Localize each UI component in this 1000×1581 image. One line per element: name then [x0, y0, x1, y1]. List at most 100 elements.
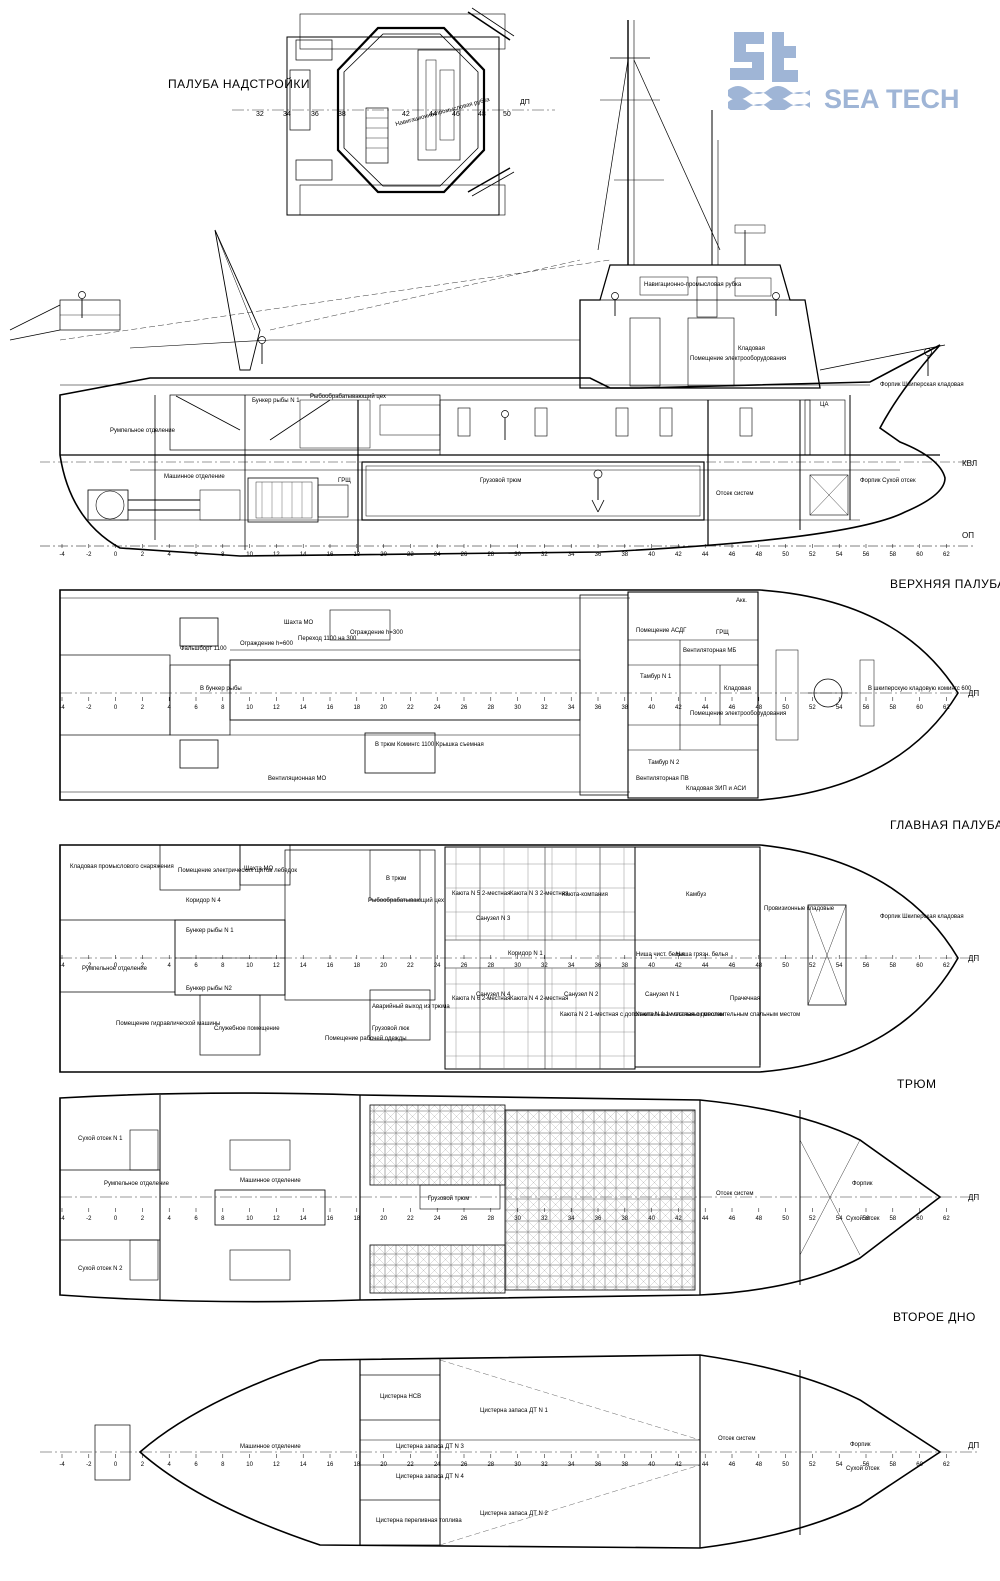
frame-number: 54 [836, 963, 843, 969]
svg-text:Ограждение h=600: Ограждение h=600 [240, 641, 294, 647]
svg-text:Камбуз: Камбуз [686, 892, 706, 898]
frame-number: 40 [648, 1216, 655, 1222]
double-bottom-plan [40, 1354, 980, 1549]
frame-number: 28 [487, 963, 494, 969]
profile-view [9, 20, 975, 557]
frame-number: 52 [809, 705, 816, 711]
svg-text:Каюта N 5 2-местная: Каюта N 5 2-местная [452, 891, 510, 897]
svg-text:48: 48 [478, 111, 486, 118]
frame-number: 38 [621, 705, 628, 711]
frame-number: 30 [514, 1216, 521, 1222]
svg-text:В шкиперскую кладовую комингс: В шкиперскую кладовую комингс 600 [868, 686, 972, 692]
svg-text:Санузел N 2: Санузел N 2 [564, 992, 599, 998]
frame-number: 62 [943, 1216, 950, 1222]
frame-number: 56 [863, 705, 870, 711]
frame-number: 62 [943, 963, 950, 969]
frame-number: 54 [836, 552, 843, 558]
frame-number: 30 [514, 705, 521, 711]
frame-number: 26 [461, 552, 468, 558]
svg-text:Каюта N 4 2-местная: Каюта N 4 2-местная [510, 996, 568, 1002]
frame-number: 46 [729, 705, 736, 711]
svg-text:Помещение АСДГ: Помещение АСДГ [636, 628, 687, 634]
svg-text:50: 50 [503, 111, 511, 118]
svg-text:Грузовой люк: Грузовой люк [372, 1025, 410, 1032]
svg-text:Каюта N 6 2-местная: Каюта N 6 2-местная [452, 996, 510, 1002]
label-grsh: ГРЩ [338, 478, 351, 484]
hold-plan [59, 1092, 980, 1303]
frame-number: 58 [889, 1216, 896, 1222]
frame-number: 10 [246, 705, 253, 711]
svg-text:Кладовая ЗИП и АСИ: Кладовая ЗИП и АСИ [686, 786, 746, 792]
frame-number: 24 [434, 552, 441, 558]
frame-number: 20 [380, 552, 387, 558]
frame-number: 20 [380, 963, 387, 969]
double-bottom-labels: Машинное отделение Цистерна НСВ Цистерна… [240, 1394, 979, 1524]
svg-text:Грузовой трюм: Грузовой трюм [428, 1195, 469, 1202]
svg-text:Сухой отсек N 1: Сухой отсек N 1 [78, 1135, 123, 1142]
frame-number: 2 [141, 963, 145, 969]
frame-number: 42 [675, 963, 682, 969]
frame-number: 58 [889, 552, 896, 558]
frame-number: 44 [702, 552, 709, 558]
superstructure-plan [232, 7, 555, 216]
frame-number: 22 [407, 1462, 414, 1468]
frame-number: 18 [353, 963, 360, 969]
frame-number: 54 [836, 1462, 843, 1468]
label-fish-bunker: Бункер рыбы N 1 [252, 398, 300, 404]
frame-number: 36 [595, 552, 602, 558]
svg-text:Помещение электрических щитов: Помещение электрических щитов лебедок [178, 868, 297, 874]
label-pantry: Кладовая [738, 346, 765, 352]
frame-number: 2 [141, 705, 145, 711]
svg-text:ДП: ДП [968, 1441, 979, 1450]
frame-number: 28 [487, 1462, 494, 1468]
frame-number: 56 [863, 552, 870, 558]
frame-number: 32 [541, 705, 548, 711]
frame-number: -2 [86, 552, 92, 558]
svg-text:Акк.: Акк. [736, 598, 747, 604]
frame-number: 26 [461, 1462, 468, 1468]
frame-number: 42 [675, 705, 682, 711]
svg-text:Цистерна запаса ДТ N 1: Цистерна запаса ДТ N 1 [480, 1408, 549, 1414]
frame-number: 14 [300, 552, 307, 558]
svg-text:Кладовая: Кладовая [724, 686, 751, 692]
frame-number: 44 [702, 1462, 709, 1468]
svg-text:46: 46 [452, 111, 460, 118]
svg-text:Румпельное отделение: Румпельное отделение [82, 966, 148, 972]
label-tsa: ЦА [820, 402, 828, 408]
svg-text:Вентиляторная МБ: Вентиляторная МБ [683, 648, 736, 654]
frame-number: 30 [514, 963, 521, 969]
svg-text:Помещение гидравлической машин: Помещение гидравлической машины [116, 1020, 220, 1027]
svg-text:Отсек систем: Отсек систем [716, 1191, 753, 1197]
label-op: ОП [962, 531, 974, 540]
svg-text:Сухой отсек: Сухой отсек [846, 1465, 880, 1472]
frame-number: 20 [380, 1462, 387, 1468]
svg-text:Помещение электрооборудования: Помещение электрооборудования [690, 711, 786, 717]
frame-number: 16 [327, 1462, 334, 1468]
svg-text:В бункер рыбы: В бункер рыбы [200, 686, 242, 692]
frame-number: 6 [194, 552, 198, 558]
frame-number: 24 [434, 1216, 441, 1222]
frame-number: 62 [943, 705, 950, 711]
frame-number: 56 [863, 963, 870, 969]
frame-number: 44 [702, 1216, 709, 1222]
frame-number: 36 [595, 963, 602, 969]
frame-number: 50 [782, 963, 789, 969]
frame-number: 46 [729, 552, 736, 558]
frame-number: 26 [461, 963, 468, 969]
frame-number: 28 [487, 552, 494, 558]
frame-number: 26 [461, 1216, 468, 1222]
frame-number: 22 [407, 705, 414, 711]
svg-text:42: 42 [402, 111, 410, 118]
svg-text:Тамбур N 1: Тамбур N 1 [640, 674, 672, 680]
svg-text:В трюм: В трюм [386, 876, 406, 882]
frame-number: 4 [168, 1462, 172, 1468]
svg-text:Цистерна НСВ: Цистерна НСВ [380, 1394, 421, 1400]
frame-number: 34 [568, 552, 575, 558]
frame-number: 44 [702, 963, 709, 969]
svg-text:Фальшборт 1100: Фальшборт 1100 [180, 646, 227, 652]
svg-text:Помещение рабочей одежды: Помещение рабочей одежды [325, 1035, 407, 1042]
frame-number: 14 [300, 705, 307, 711]
